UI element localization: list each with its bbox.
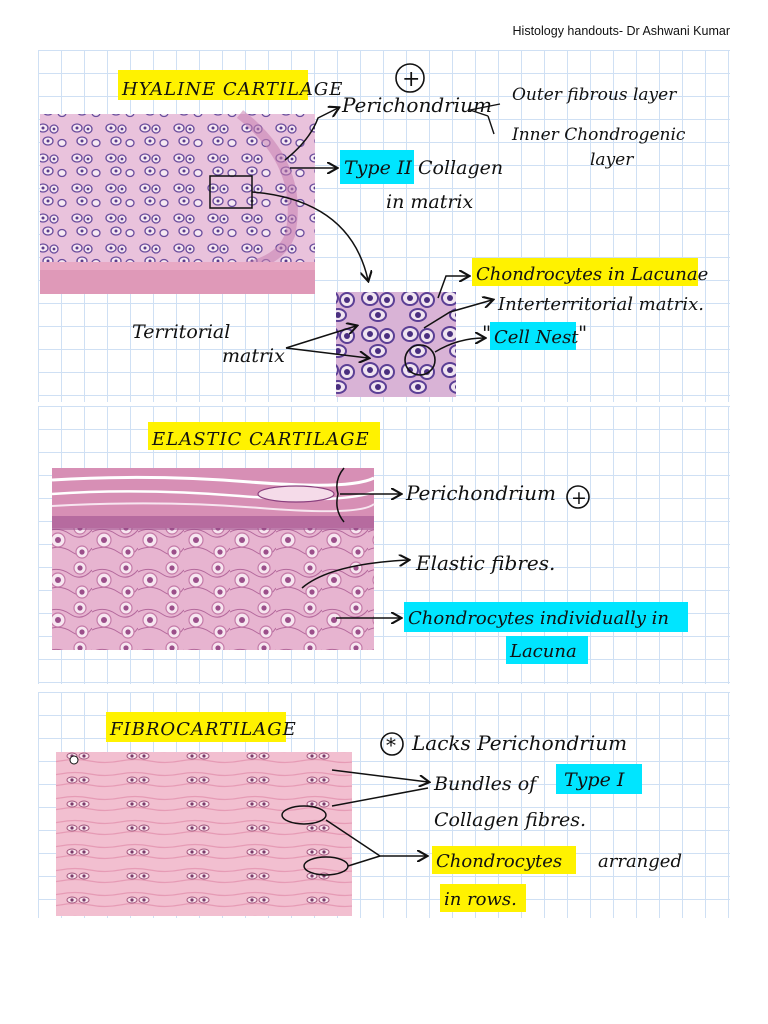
in-matrix-label: in matrix	[386, 191, 473, 213]
elastic-title-highlight	[148, 422, 380, 450]
territorial-arrow-1	[285, 326, 356, 349]
fibro-title-highlight	[106, 712, 286, 742]
elastic-fibres-label: Elastic fibres.	[415, 551, 555, 575]
cell-nest-close-quote: "	[578, 321, 587, 345]
zoom-arrow	[251, 191, 368, 280]
collagen-label: Collagen	[418, 157, 503, 179]
elastic-chondro-highlight-1	[404, 602, 688, 632]
inner-layer-label-2: layer	[590, 150, 634, 170]
elastic-plus-circle	[566, 485, 590, 509]
cell-nest-highlight	[490, 322, 576, 350]
hyaline-plus-circle	[395, 63, 425, 93]
interterritorial-arrow	[423, 300, 492, 329]
hyaline-title: HYALINE CARTILAGE	[121, 79, 343, 100]
elastic-fibres-arrow	[301, 560, 408, 589]
cell-nest-open-quote: "	[482, 321, 491, 345]
territorial-label-2: matrix	[222, 345, 285, 367]
chondrocytes-arrow	[437, 276, 468, 299]
elastic-plus-symbol: +	[571, 487, 587, 509]
inner-layer-label-1: Inner Chondrogenic	[511, 125, 686, 145]
hyaline-micrograph	[40, 110, 315, 294]
territorial-label-1: Territorial	[132, 321, 230, 343]
bundles-arrow-2	[331, 787, 429, 807]
hyaline-zoom-micrograph	[336, 292, 456, 397]
elastic-perichondrium-label: Perichondrium	[405, 481, 556, 505]
chondrocytes-rows-highlight	[432, 846, 576, 874]
bundles-of-label: Bundles of	[433, 773, 539, 795]
chondrocytes-lacunae-highlight	[472, 258, 698, 286]
type1-label: Type I	[564, 769, 625, 791]
chondrocytes-lacunae-label: Chondrocytes in Lacunae	[476, 264, 708, 285]
elastic-peri-brace	[336, 467, 345, 523]
interterritorial-label: Interterritorial matrix.	[497, 294, 704, 315]
hyaline-title-highlight	[118, 70, 308, 100]
cell-nest-label: Cell Nest	[494, 327, 579, 348]
in-rows-highlight	[440, 884, 526, 912]
bundles-arrow-1	[331, 769, 428, 782]
type1-highlight	[556, 764, 642, 794]
fibro-asterisk: *	[386, 733, 396, 757]
elastic-title: ELASTIC CARTILAGE	[151, 429, 370, 450]
layers-brace	[469, 103, 501, 135]
hyaline-plus-symbol: +	[402, 67, 420, 92]
elastic-chondro-label-1: Chondrocytes individually in	[408, 608, 669, 629]
fibro-title: FIBROCARTILAGE	[109, 719, 297, 740]
outer-layer-label: Outer fibrous layer	[512, 85, 677, 105]
chondrocytes-rows-label: Chondrocytes	[436, 851, 562, 872]
lacks-perichondrium-label: Lacks Perichondrium	[411, 731, 627, 755]
fibro-asterisk-circle	[380, 732, 404, 756]
rows-arrow-2	[347, 855, 381, 867]
arranged-label: arranged	[598, 851, 682, 872]
cell-nest-arrow	[434, 338, 484, 353]
hyaline-perichondrium-label: Perichondrium	[341, 93, 492, 117]
in-rows-label: in rows.	[444, 889, 517, 910]
elastic-chondro-label-2: Lacuna	[509, 641, 577, 662]
type2-label: Type II	[344, 157, 412, 179]
type2-highlight	[340, 150, 414, 184]
elastic-chondro-highlight-2	[506, 636, 588, 664]
elastic-micrograph	[51, 468, 375, 650]
perichondrium-arrow	[284, 108, 338, 161]
collagen-fibres-label: Collagen fibres.	[434, 809, 586, 831]
page-header: Histology handouts- Dr Ashwani Kumar	[512, 24, 730, 38]
territorial-arrow-2	[285, 347, 368, 358]
fibro-micrograph	[56, 752, 352, 916]
